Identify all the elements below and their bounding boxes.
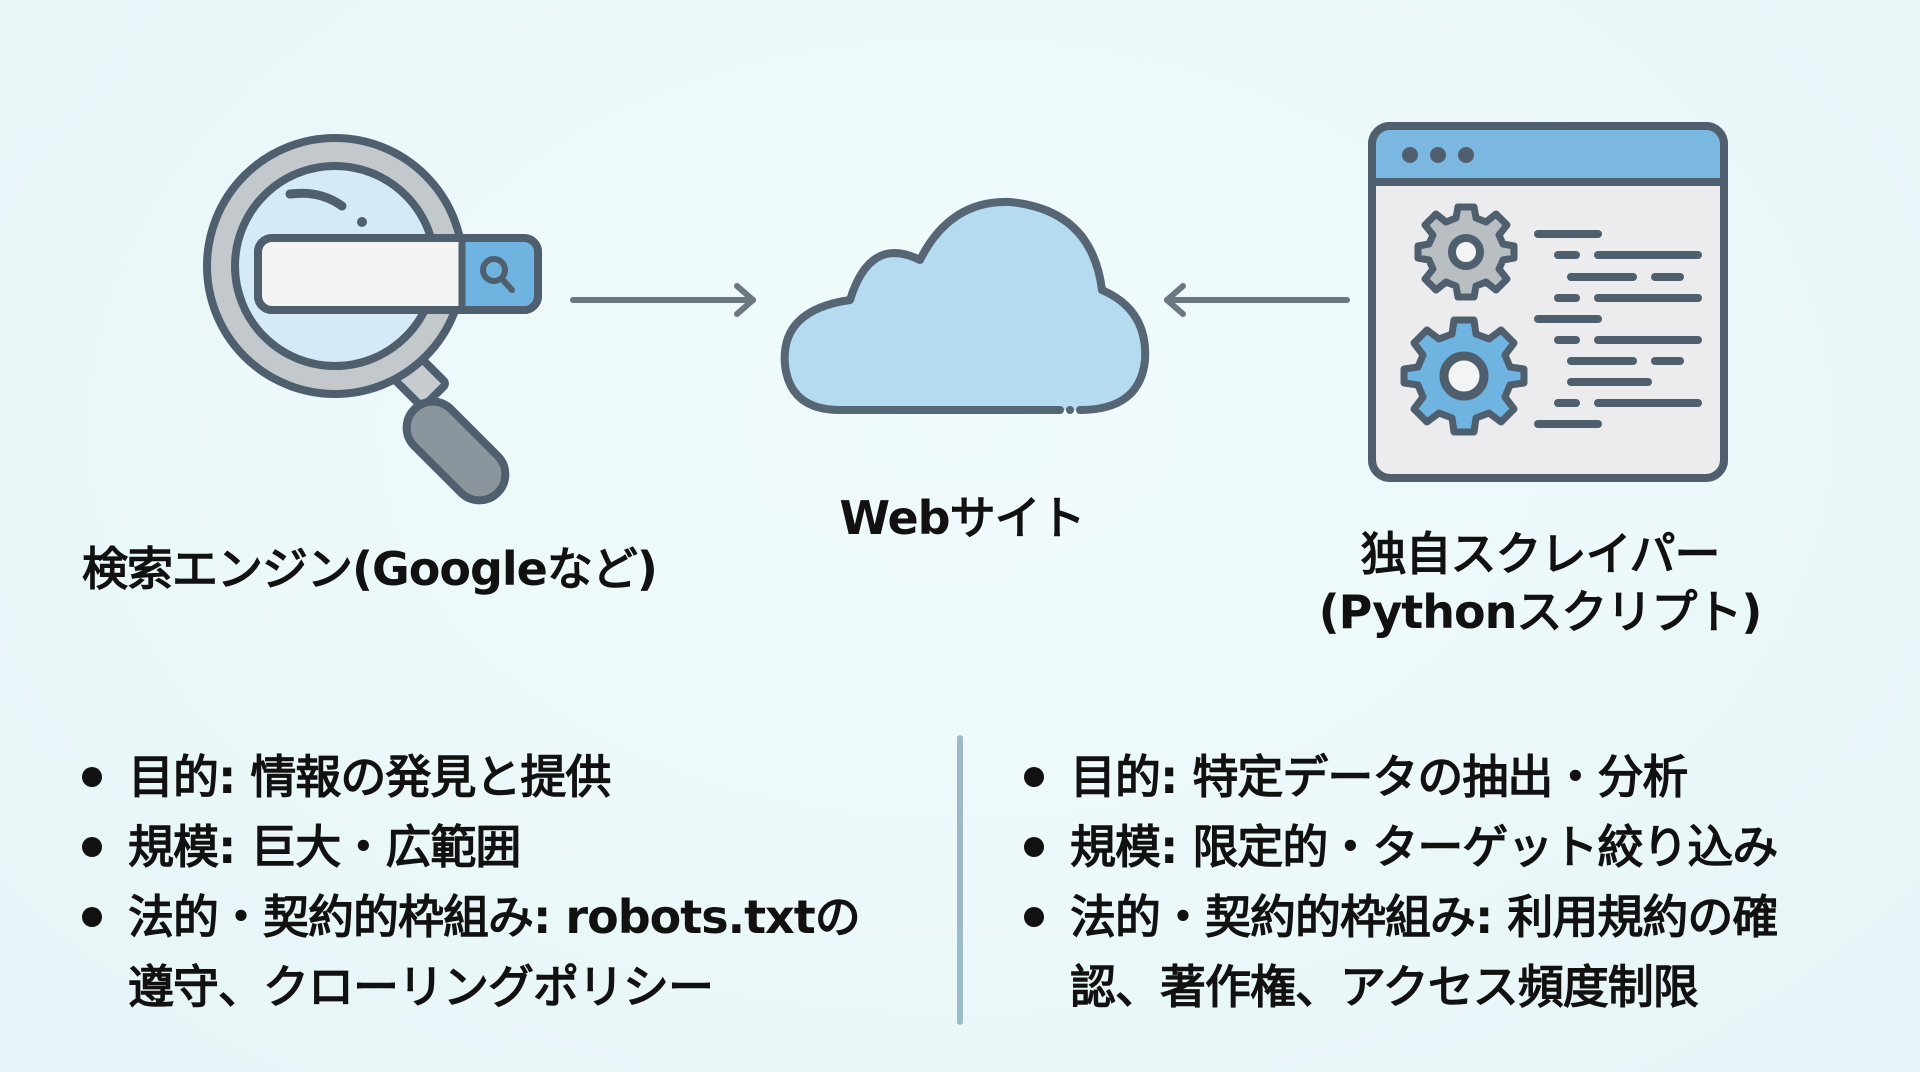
website-label: Webサイト <box>839 491 1085 545</box>
scraper-bullet-list: 目的: 特定データの抽出・分析 規模: 限定的・ターゲット絞り込み 法的・契約的… <box>1022 742 1882 1022</box>
magnifier-handle <box>389 350 510 505</box>
bullet-text-line2: 遵守、クローリングポリシー <box>128 960 714 1014</box>
bullet-item: 規模: 限定的・ターゲット絞り込み <box>1022 812 1882 882</box>
search-glyph-icon <box>480 256 508 284</box>
bullet-text: 目的: 情報の発見と提供 <box>128 750 611 804</box>
bullet-item: 目的: 特定データの抽出・分析 <box>1022 742 1882 812</box>
search-engine-bullet-list: 目的: 情報の発見と提供 規模: 巨大・広範囲 法的・契約的枠組み: robot… <box>80 742 920 1022</box>
bullet-text: 目的: 特定データの抽出・分析 <box>1070 750 1688 804</box>
bullet-text: 規模: 限定的・ターゲット絞り込み <box>1070 820 1778 874</box>
column-divider <box>957 735 963 1025</box>
bullet-dot-icon <box>1024 767 1044 787</box>
lens-glare-dot <box>357 217 367 227</box>
website-cloud-icon <box>780 197 1150 414</box>
search-bar-icon <box>254 234 542 314</box>
bullet-item: 法的・契約的枠組み: robots.txtの 遵守、クローリングポリシー <box>80 882 920 1022</box>
gear-small-icon <box>1414 203 1518 301</box>
bullet-text-line2: 認、著作権、アクセス頻度制限 <box>1070 960 1699 1014</box>
bullet-text-line1: 法的・契約的枠組み: robots.txtの <box>128 890 861 944</box>
scraper-label-line1: 独自スクレイパー <box>1360 527 1720 581</box>
bullet-item: 規模: 巨大・広範囲 <box>80 812 920 882</box>
arrow-right-icon <box>570 283 756 317</box>
bullet-dot-icon <box>1024 907 1044 927</box>
bullet-text: 規模: 巨大・広範囲 <box>128 820 521 874</box>
arrow-left-icon <box>1164 283 1350 317</box>
bullet-text-line1: 法的・契約的枠組み: 利用規約の確 <box>1070 890 1778 944</box>
bullet-dot-icon <box>82 767 102 787</box>
bullet-dot-icon <box>82 837 102 857</box>
code-lines-icon <box>1534 230 1702 428</box>
search-engine-label: 検索エンジン(Googleなど) <box>82 542 658 596</box>
bullet-dot-icon <box>1024 837 1044 857</box>
bullet-dot-icon <box>82 907 102 927</box>
lens-glare <box>285 188 347 211</box>
search-engine-magnifier-icon <box>203 134 542 505</box>
bullet-item: 法的・契約的枠組み: 利用規約の確 認、著作権、アクセス頻度制限 <box>1022 882 1882 1022</box>
gear-large-icon <box>1400 316 1528 436</box>
bullet-item: 目的: 情報の発見と提供 <box>80 742 920 812</box>
window-dots-icon <box>1402 147 1474 163</box>
scraper-label: 独自スクレイパー (Pythonスクリプト) <box>1300 525 1780 641</box>
scraper-label-line2: (Pythonスクリプト) <box>1318 585 1763 639</box>
scraper-browser-window-icon <box>1368 122 1728 482</box>
